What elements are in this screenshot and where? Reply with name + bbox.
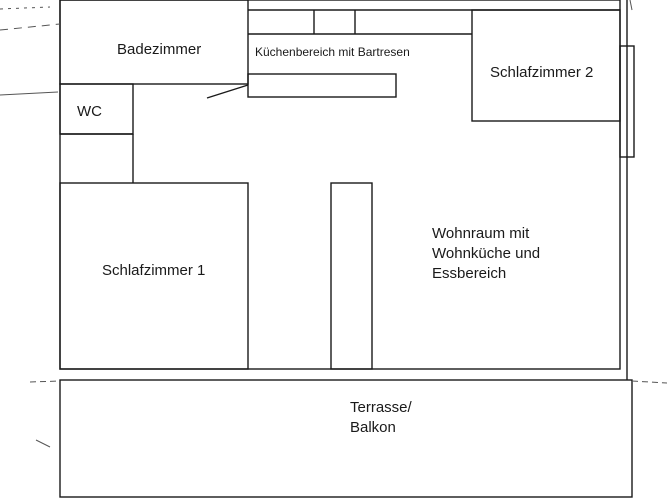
terrace-area [59,379,633,498]
kitchen-label-pointer [206,84,249,99]
stray-mark-left [35,439,51,448]
bathroom-room [59,0,249,85]
room-label-wc: WC [77,103,102,120]
dashed-guide-terrace-right [631,380,667,384]
room-label-living-line-3: Essbereich [432,265,507,282]
room-label-terrace-line-1: Terrasse/ [350,399,412,416]
stray-mark-top-right [629,0,633,11]
dashed-guide-top-left-2 [0,6,51,10]
window-right [619,45,635,158]
dashed-guide-terrace-left [29,380,61,383]
room-label-bedroom-2: Schlafzimmer 2 [490,64,594,81]
room-label-living-line-1: Wohnraum mit [432,225,530,242]
bar-counter [247,73,397,98]
bedroom-1-room [59,182,249,370]
room-label-living-line-2: Wohnküche und [432,245,541,262]
dashed-guide-mid-left [0,91,59,96]
room-label-bathroom: Badezimmer [117,41,202,58]
room-label-bedroom-1: Schlafzimmer 1 [102,262,206,279]
room-label-terrace-line-2: Balkon [350,419,396,436]
room-label-terrace: Terrasse/ Balkon [350,398,412,438]
dashed-guide-top-left [0,23,61,31]
room-label-living: Wohnraum mit Wohnküche und Essbereich [432,224,540,284]
room-label-kitchen: Küchenbereich mit Bartresen [255,45,410,59]
living-room-partition [330,182,373,370]
